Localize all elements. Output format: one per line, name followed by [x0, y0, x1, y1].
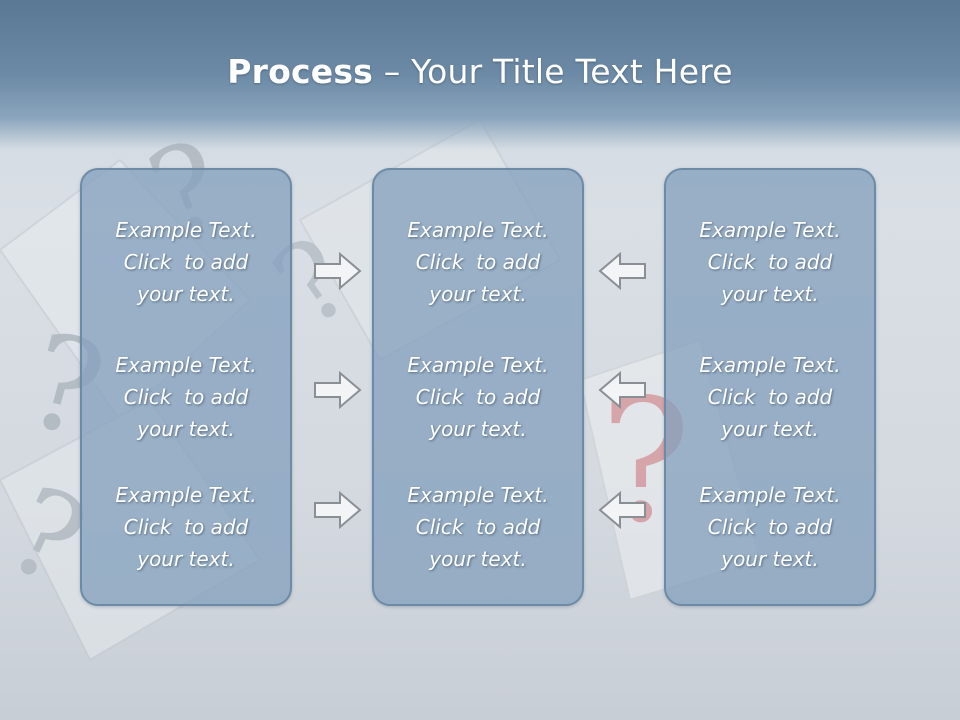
text-line: Example Text. — [115, 218, 257, 242]
left-arrow-icon[interactable] — [597, 251, 647, 291]
text-line: Click to add — [123, 250, 249, 274]
title-bar — [0, 0, 960, 150]
text-line: Click to add — [123, 385, 249, 409]
title-bold-word: Process — [227, 52, 374, 91]
text-line: Click to add — [415, 515, 541, 539]
right-process-panel[interactable]: Example Text. Click to add your text. Ex… — [664, 168, 876, 606]
center-text-block-2[interactable]: Example Text. Click to add your text. — [374, 349, 582, 445]
text-line: Click to add — [707, 250, 833, 274]
text-line: Click to add — [415, 250, 541, 274]
text-line: Example Text. — [115, 483, 257, 507]
left-process-panel[interactable]: Example Text. Click to add your text. Ex… — [80, 168, 292, 606]
left-text-block-1[interactable]: Example Text. Click to add your text. — [82, 214, 290, 310]
text-line: Click to add — [415, 385, 541, 409]
slide-title[interactable]: Process – Your Title Text Here — [0, 52, 960, 91]
text-line: your text. — [137, 547, 235, 571]
right-arrow-icon[interactable] — [313, 490, 363, 530]
text-line: your text. — [721, 282, 819, 306]
text-line: your text. — [429, 417, 527, 441]
text-line: your text. — [137, 417, 235, 441]
right-text-block-2[interactable]: Example Text. Click to add your text. — [666, 349, 874, 445]
text-line: your text. — [721, 547, 819, 571]
right-arrow-icon[interactable] — [313, 251, 363, 291]
text-line: Click to add — [123, 515, 249, 539]
text-line: Click to add — [707, 515, 833, 539]
center-process-panel[interactable]: Example Text. Click to add your text. Ex… — [372, 168, 584, 606]
left-text-block-3[interactable]: Example Text. Click to add your text. — [82, 479, 290, 575]
text-line: Example Text. — [699, 218, 841, 242]
text-line: your text. — [429, 547, 527, 571]
text-line: Example Text. — [407, 218, 549, 242]
text-line: your text. — [137, 282, 235, 306]
text-line: your text. — [429, 282, 527, 306]
text-line: Example Text. — [407, 483, 549, 507]
right-text-block-3[interactable]: Example Text. Click to add your text. — [666, 479, 874, 575]
right-text-block-1[interactable]: Example Text. Click to add your text. — [666, 214, 874, 310]
right-arrow-icon[interactable] — [313, 370, 363, 410]
text-line: Example Text. — [699, 483, 841, 507]
text-line: your text. — [721, 417, 819, 441]
center-text-block-3[interactable]: Example Text. Click to add your text. — [374, 479, 582, 575]
text-line: Example Text. — [115, 353, 257, 377]
left-text-block-2[interactable]: Example Text. Click to add your text. — [82, 349, 290, 445]
left-arrow-icon[interactable] — [597, 370, 647, 410]
title-rest: – Your Title Text Here — [373, 52, 733, 91]
center-text-block-1[interactable]: Example Text. Click to add your text. — [374, 214, 582, 310]
text-line: Example Text. — [699, 353, 841, 377]
left-arrow-icon[interactable] — [597, 490, 647, 530]
text-line: Example Text. — [407, 353, 549, 377]
text-line: Click to add — [707, 385, 833, 409]
